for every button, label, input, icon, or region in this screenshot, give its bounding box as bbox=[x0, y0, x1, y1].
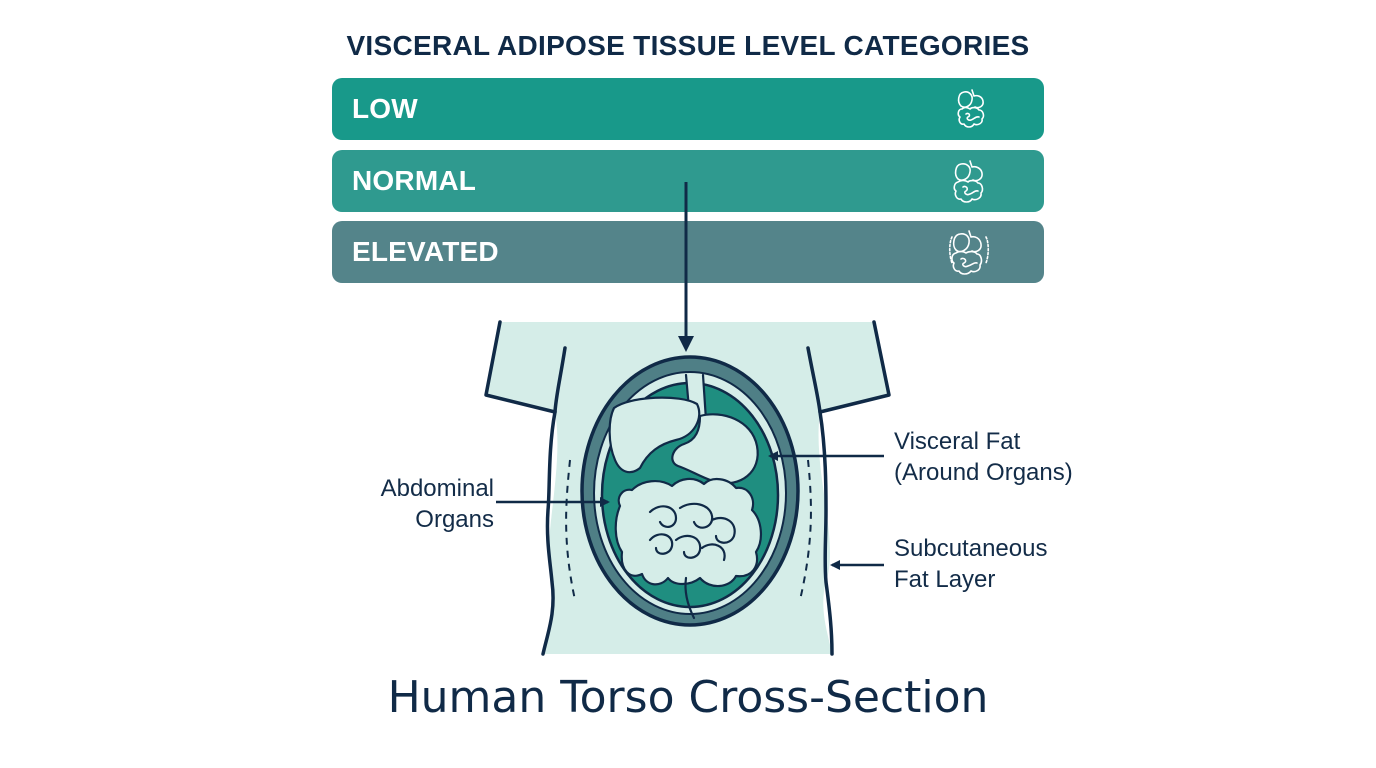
visceral-fat-line2: (Around Organs) bbox=[894, 459, 1073, 486]
abdominal-organs bbox=[608, 373, 762, 620]
diagram-title: Human Torso Cross-Section bbox=[387, 672, 989, 723]
category-bar-normal: NORMAL bbox=[332, 150, 1044, 212]
visceral-fat-line1: Visceral Fat bbox=[894, 428, 1021, 455]
subcutaneous-fat-label: Subcutaneous Fat Layer bbox=[894, 533, 1047, 595]
page-title: VISCERAL ADIPOSE TISSUE LEVEL CATEGORIES bbox=[346, 30, 1030, 61]
digestive-organs-icon bbox=[948, 230, 990, 275]
abdominal-organs-line2: Organs bbox=[415, 506, 494, 533]
category-bar-low: LOW bbox=[332, 78, 1044, 140]
digestive-organs-icon bbox=[953, 160, 984, 203]
subcutaneous-dashed-line bbox=[565, 459, 812, 601]
category-label-elevated: ELEVATED bbox=[352, 236, 499, 267]
abdominal-organs-label: Abdominal Organs bbox=[330, 473, 494, 535]
subcutaneous-fat-line1: Subcutaneous bbox=[894, 535, 1048, 562]
subcutaneous-fat-line2: Fat Layer bbox=[894, 566, 996, 593]
category-label-low: LOW bbox=[352, 93, 418, 124]
category-label-normal: NORMAL bbox=[352, 165, 477, 196]
category-bar-elevated: ELEVATED bbox=[332, 221, 1044, 283]
digestive-organs-icon bbox=[957, 89, 985, 128]
visceral-fat-label: Visceral Fat (Around Organs) bbox=[894, 426, 1073, 488]
torso-outline bbox=[484, 320, 891, 656]
arrowhead-icon bbox=[678, 336, 694, 352]
abdominal-organs-line1: Abdominal bbox=[380, 475, 494, 502]
